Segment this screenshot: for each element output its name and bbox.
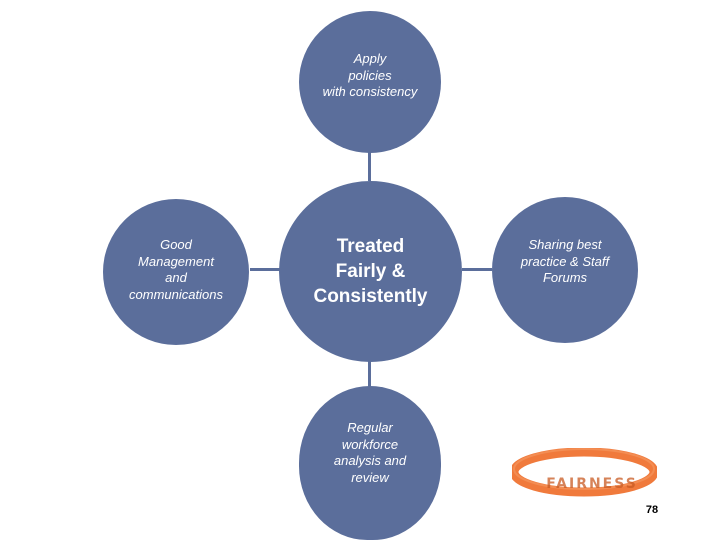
- node-bottom: Regular workforce analysis and review: [299, 386, 441, 540]
- node-top: Apply policies with consistency: [299, 11, 441, 153]
- connector-top: [368, 151, 371, 181]
- node-right: Sharing best practice & Staff Forums: [492, 197, 638, 343]
- connector-right: [462, 268, 492, 271]
- connector-left: [250, 268, 280, 271]
- node-top-label: Apply policies with consistency: [322, 51, 418, 100]
- node-left-label: Good Management and communications: [129, 237, 223, 302]
- page-number: 78: [645, 504, 659, 516]
- node-bottom-label: Regular workforce analysis and review: [333, 420, 407, 485]
- node-right-label: Sharing best practice & Staff Forums: [520, 237, 610, 286]
- node-left: Good Management and communications: [103, 199, 249, 345]
- connector-bottom: [368, 361, 371, 387]
- node-center-label: Treated Fairly & Consistently: [313, 236, 428, 307]
- node-center: Treated Fairly & Consistently: [279, 181, 462, 362]
- wristband-text: FAIRNESS: [546, 476, 638, 492]
- wristband-image: FAIRNESS: [512, 448, 657, 497]
